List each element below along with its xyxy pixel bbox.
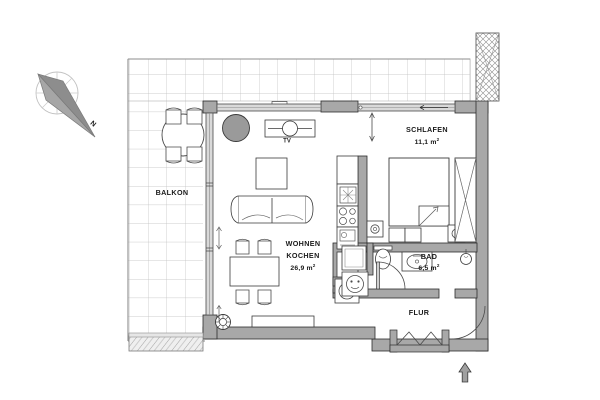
walls — [202, 100, 489, 353]
entrance-arrow — [458, 362, 472, 383]
dimension-arrow-living — [216, 226, 222, 250]
room-area-schlafen: 11,1 m2 — [415, 137, 440, 146]
column-radiator — [215, 314, 231, 330]
kitchen-sink — [339, 186, 357, 204]
shower-tray — [341, 245, 367, 271]
room-label-kochen: KOCHEN — [286, 251, 319, 260]
room-label-wohnen: WOHNEN — [286, 239, 321, 248]
balkon-chairs — [165, 107, 203, 164]
nightstand-right — [404, 227, 422, 243]
coffee-table — [255, 157, 288, 190]
flur-closet-doors — [396, 331, 443, 346]
nightstand-left — [388, 227, 406, 243]
room-area-wohnen-kochen: 26,9 m2 — [290, 263, 315, 272]
wardrobe — [454, 157, 477, 243]
washing-machine — [341, 271, 369, 297]
tv-label: TV — [283, 139, 291, 145]
sofa — [230, 195, 314, 224]
foundation-hatch — [128, 332, 204, 352]
dining-table — [229, 256, 280, 287]
oven — [336, 226, 359, 250]
room-label-balkon: BALKON — [156, 188, 189, 197]
entrance-door — [451, 305, 486, 340]
compass-rose: N — [35, 71, 97, 138]
balkon-terrace — [127, 58, 471, 342]
round-side-table — [222, 114, 250, 142]
tv-console — [264, 119, 316, 138]
washbasin — [401, 251, 433, 272]
dining-chairs — [235, 238, 272, 306]
sliding-glass-wall-left — [205, 112, 214, 316]
balkon-round-table — [161, 113, 205, 157]
bathroom-fixture-small — [460, 249, 472, 265]
room-label-schlafen: SCHLAFEN — [406, 125, 448, 134]
shaft-hatched — [475, 32, 500, 102]
room-area-bad: 6,5 m2 — [418, 263, 439, 272]
room-label-bad: BAD — [421, 252, 438, 261]
room-label-flur: FLUR — [409, 308, 430, 317]
bathroom-door — [376, 261, 406, 290]
compass-north-label: N — [89, 120, 97, 129]
sliding-glass-doors-top — [216, 101, 456, 112]
dimension-arrow-kitchen — [369, 112, 375, 142]
bench — [251, 315, 315, 328]
cooktop — [336, 205, 359, 228]
bed — [388, 157, 450, 227]
dimension-arrow-balcony — [216, 304, 222, 322]
